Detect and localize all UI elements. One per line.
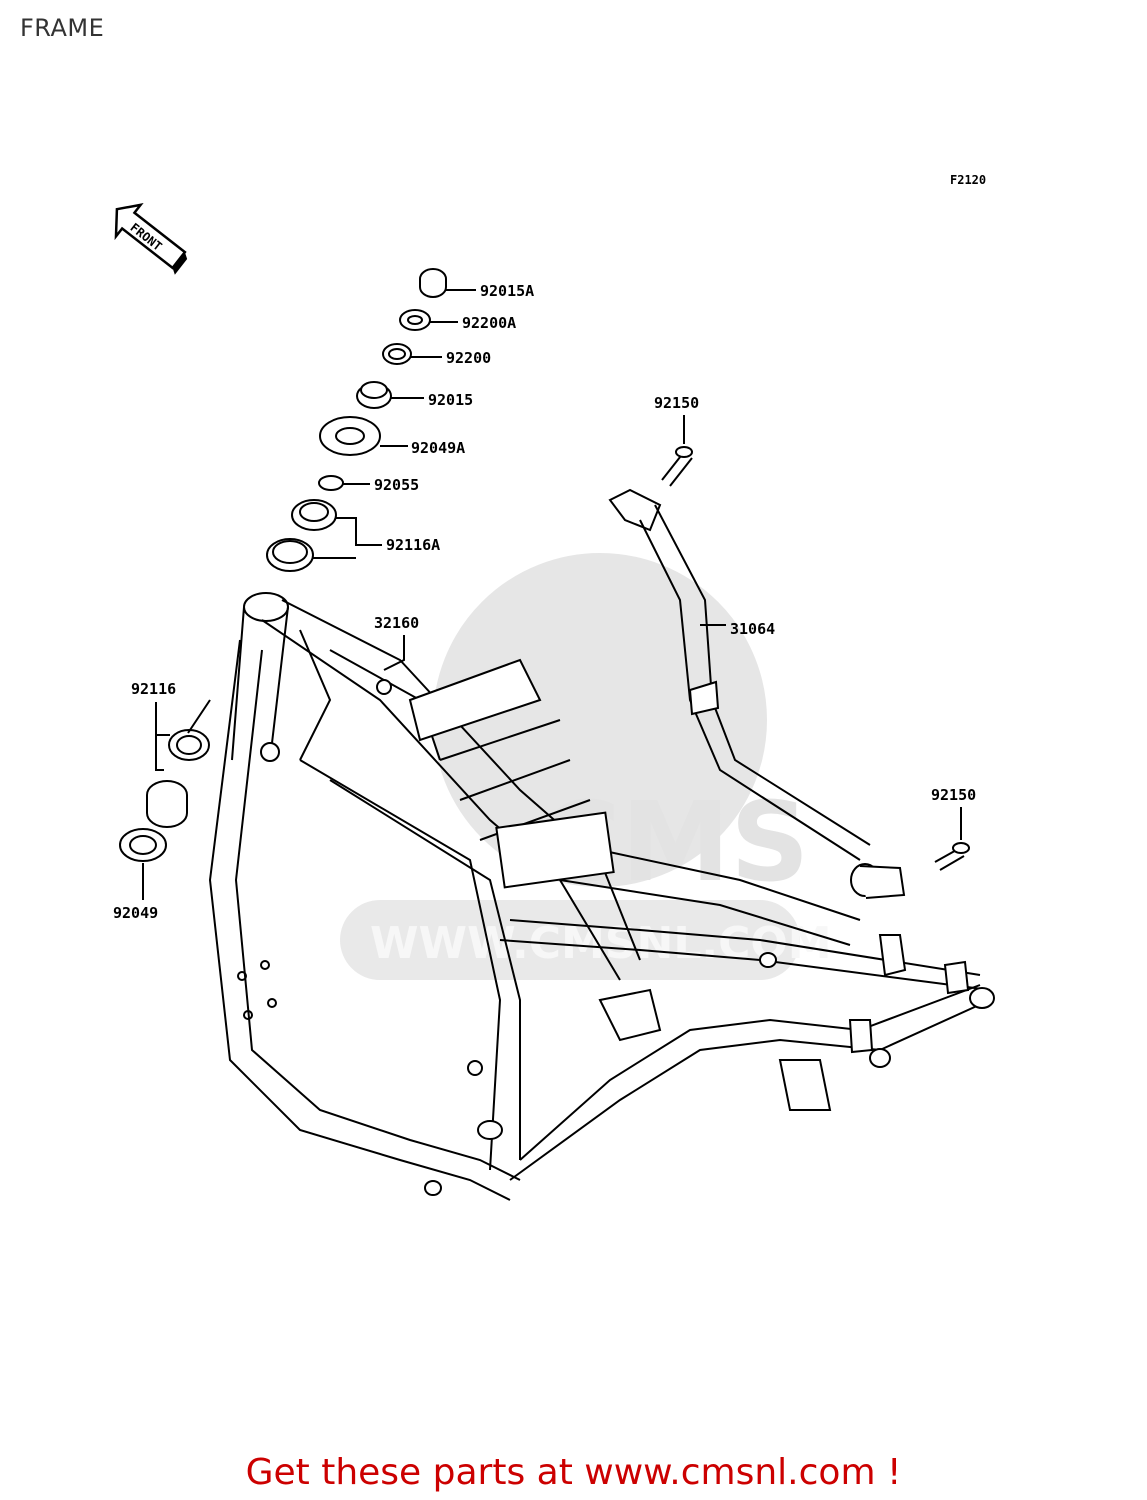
page-title: FRAME: [20, 14, 105, 42]
footer-text-after: !: [875, 1452, 902, 1493]
leader-lines: [142, 289, 962, 900]
part-label: 92049: [113, 904, 158, 922]
part-label: 92116A: [386, 536, 440, 554]
part-label: 92015A: [480, 282, 534, 300]
part-label: 32160: [374, 614, 419, 632]
part-label: 92049A: [411, 439, 465, 457]
part-label: 92116: [131, 680, 176, 698]
figure-code: F2120: [950, 173, 986, 187]
part-label: 92055: [374, 476, 419, 494]
part-label: 92150: [931, 786, 976, 804]
footer-text-before: Get these parts at: [245, 1452, 585, 1493]
part-label: 92200A: [462, 314, 516, 332]
lower-bearing-parts: [119, 729, 210, 862]
steering-stem-parts: [266, 268, 447, 572]
part-label: 31064: [730, 620, 775, 638]
main-frame-32160: [208, 592, 995, 1201]
part-label: 92200: [446, 349, 491, 367]
part-labels: 92015A 92200A 92200 92015 92049A 92055 9…: [113, 282, 976, 922]
cmsnl-link[interactable]: www.cmsnl.com: [584, 1452, 876, 1493]
part-label: 92150: [654, 394, 699, 412]
rear-subframe-31064: [608, 446, 970, 899]
frame-parts-diagram: CMS WWW.CMSNL.COM F2120 FRONT: [113, 173, 995, 1201]
part-label: 92015: [428, 391, 473, 409]
front-arrow-icon: FRONT: [114, 203, 188, 275]
footer-banner: Get these parts at www.cmsnl.com !: [0, 1452, 1147, 1493]
